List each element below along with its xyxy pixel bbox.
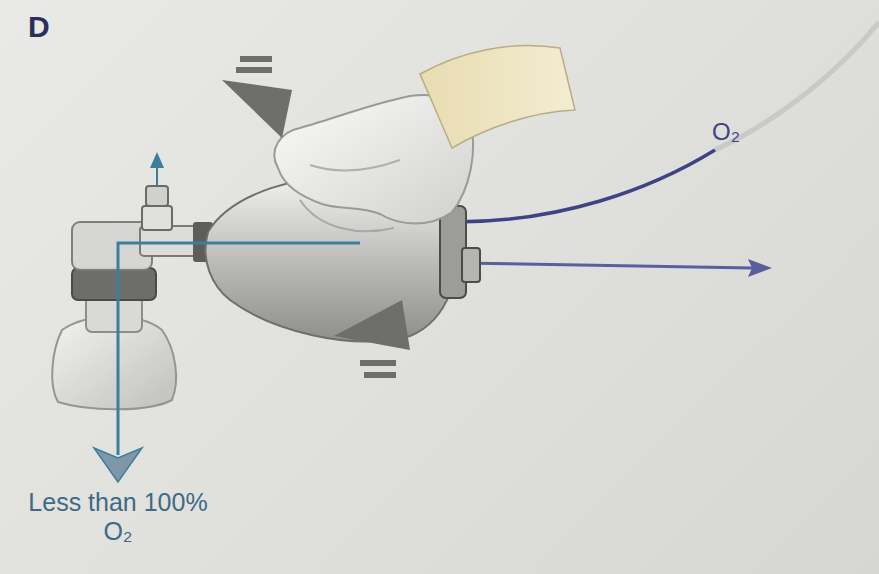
inspired-flow-line [118, 243, 360, 455]
panel-letter: D [28, 10, 88, 45]
finger-crease [310, 160, 400, 170]
gas-label: O₂ [712, 118, 772, 146]
squeeze-arrow [334, 300, 410, 378]
oxygen-note: Less than 100% O₂ [18, 488, 218, 546]
valve-cap [146, 186, 168, 206]
glove-cuff [420, 46, 575, 148]
squeeze-arrow [222, 56, 292, 138]
arrow-head [748, 259, 772, 277]
mask-neck [86, 296, 142, 332]
reservoir-inlet [462, 248, 480, 282]
oxygen-flow-line [455, 150, 715, 222]
arrow-head [94, 448, 142, 482]
finger-crease [300, 200, 394, 231]
exhale-arrow [156, 166, 158, 186]
mask-connector-ring [72, 268, 156, 300]
arrow-head [150, 152, 164, 168]
exhalation-port [142, 206, 172, 230]
exhaust-arrow [460, 263, 752, 268]
